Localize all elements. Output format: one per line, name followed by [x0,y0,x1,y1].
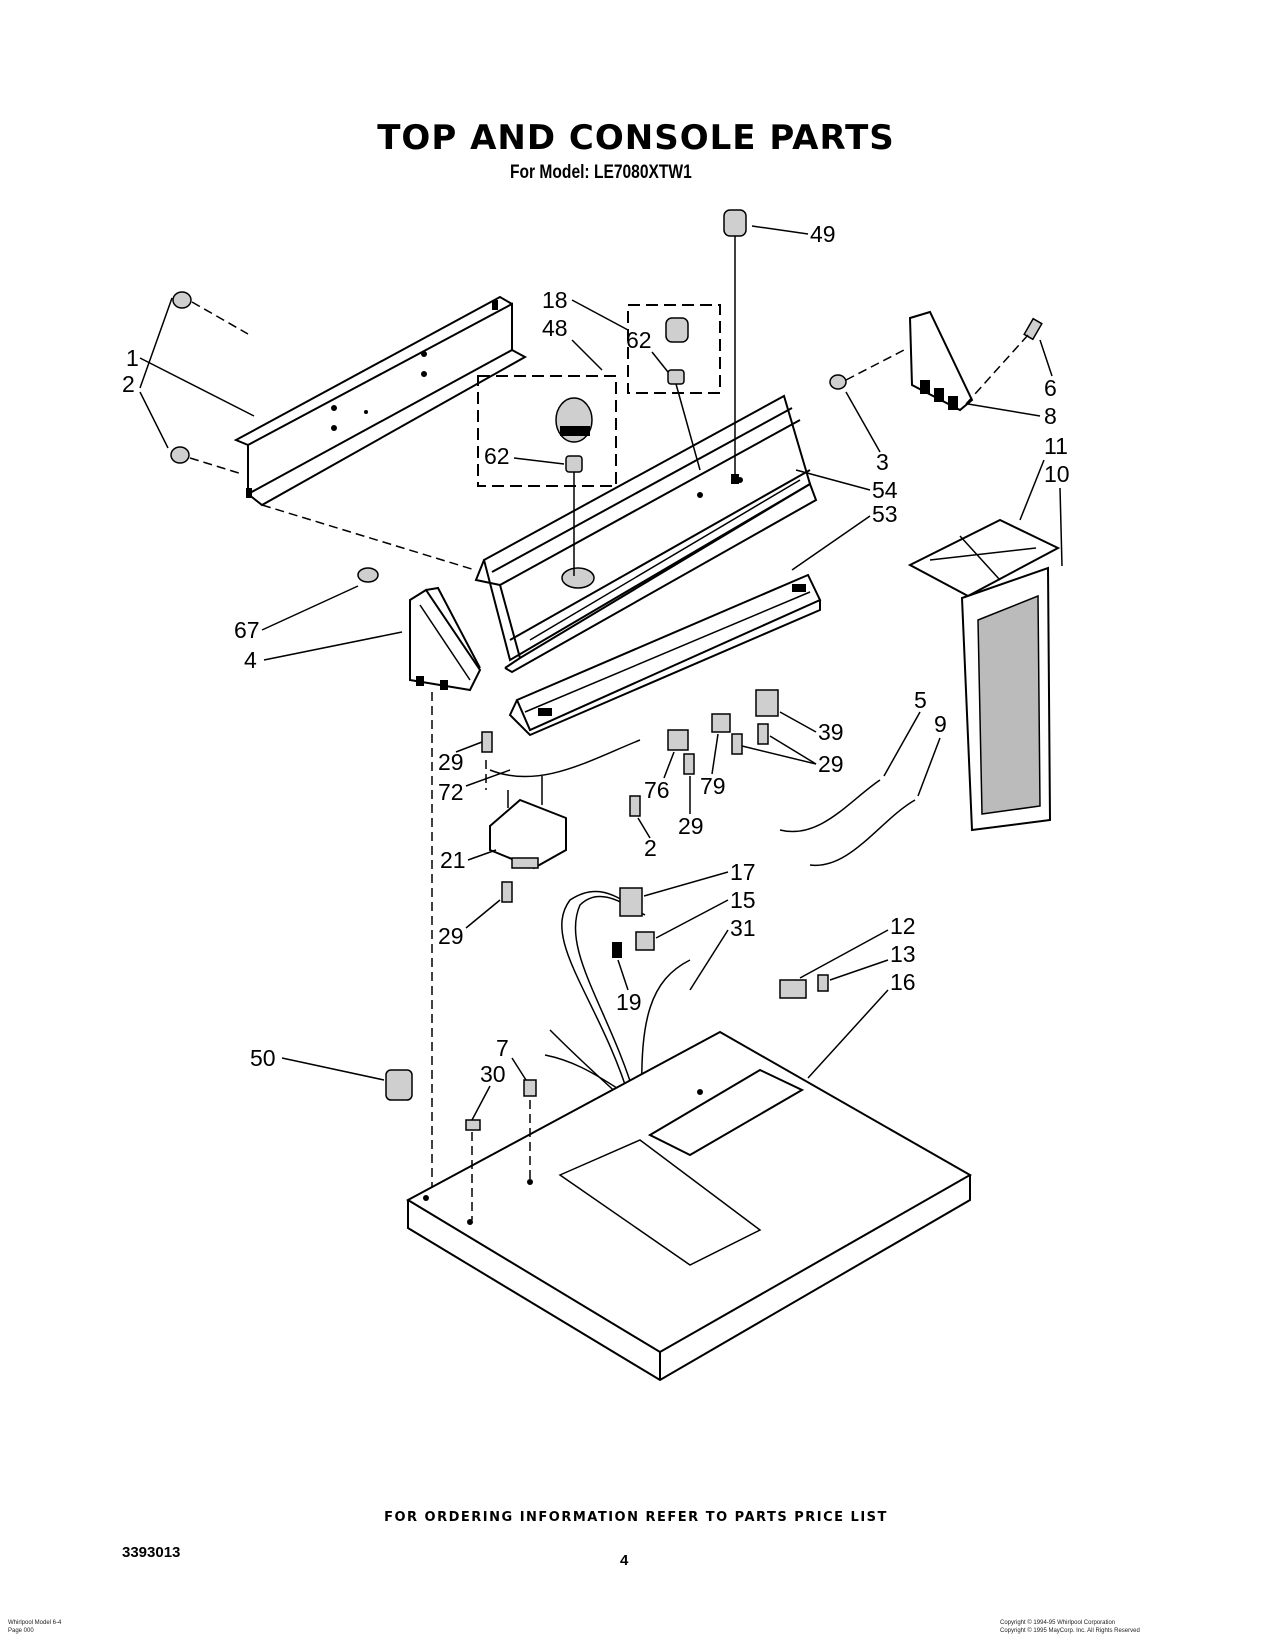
callouts: 1 2 4 67 29 72 21 29 50 49 18 48 62 62 7… [122,221,1070,1121]
callout-62-lower: 62 [484,443,510,469]
callout-19: 19 [616,989,642,1015]
callout-31: 31 [730,915,756,941]
knob-49 [723,209,747,484]
knob-assembly-box-48 [477,375,617,487]
screw-29-a [757,723,769,745]
callout-62-upper: 62 [626,327,652,353]
switch-79 [711,713,731,733]
ordering-note: FOR ORDERING INFORMATION REFER TO PARTS … [384,1510,888,1525]
fine-print-left-1: Whirlpool Model 6-4 [8,1620,62,1626]
clip-30 [465,1119,481,1131]
callout-7: 7 [496,1035,509,1061]
callout-21: 21 [440,847,466,873]
callout-29-mid: 29 [678,813,704,839]
clip-7 [523,1079,537,1097]
callout-76: 76 [644,777,670,803]
callout-18: 18 [542,287,568,313]
console-bracket [508,573,822,737]
terminal-block-8 [908,310,974,412]
callout-15: 15 [730,887,756,913]
callout-53: 53 [872,501,898,527]
callout-67: 67 [234,617,260,643]
callout-30: 30 [480,1061,506,1087]
dryer-top-base [405,1030,973,1382]
callout-29-lower: 29 [438,923,464,949]
knob-18 [665,317,701,471]
timer-21 [489,776,567,870]
lint-filter-cover-11 [907,518,1061,598]
screw-2-upper [172,291,249,335]
screw-29-b [731,733,743,755]
fine-print-right-1: Copyright © 1994-95 Whirlpool Corporatio… [1000,1620,1116,1626]
callout-3: 3 [876,449,889,475]
screw-6 [1023,317,1043,341]
callout-79: 79 [700,773,726,799]
model-subtitle: For Model: LE7080XTW1 [510,162,692,183]
callout-50: 50 [250,1045,276,1071]
callout-11: 11 [1044,433,1068,459]
callout-39: 39 [818,719,844,745]
screw-2-lower [170,446,243,475]
document-number: 3393013 [122,1544,181,1561]
fine-print-left-2: Page 000 [8,1628,34,1634]
knob-48 [555,397,593,576]
callout-2-mid: 2 [644,835,657,861]
nut-3 [829,374,847,390]
callout-17: 17 [730,859,756,885]
callout-49: 49 [810,221,836,247]
clip-67 [357,567,379,583]
lint-screen-10 [960,566,1052,832]
callout-48: 48 [542,315,568,341]
wire-5 [779,779,881,833]
wire-72 [489,739,641,778]
switch-39 [755,689,779,717]
clip-12 [779,979,807,999]
screw-29-left [481,731,493,753]
callout-5: 5 [914,687,927,713]
callout-12: 12 [890,913,916,939]
callout-29-left: 29 [438,749,464,775]
page-title: TOP AND CONSOLE PARTS [377,118,895,158]
screw-29-c [683,753,695,775]
callout-54: 54 [872,477,898,503]
callout-29-right: 29 [818,751,844,777]
page-number: 4 [620,1552,629,1569]
callout-10: 10 [1044,461,1070,487]
callout-13: 13 [890,941,916,967]
callout-72: 72 [438,779,464,805]
console-end-cap [409,586,482,692]
switch-76 [667,729,689,751]
callout-8: 8 [1044,403,1057,429]
screw-29-timer [501,881,513,903]
callout-1: 1 [126,345,139,371]
callout-9: 9 [934,711,947,737]
console-panel [474,394,818,674]
rear-mounting-panel [233,295,528,507]
wire-9 [809,799,916,866]
fine-print-right-2: Copyright © 1995 MayCorp. Inc. All Right… [1000,1628,1140,1634]
callout-4: 4 [244,647,257,673]
clip-50 [385,1069,413,1101]
callout-2: 2 [122,371,135,397]
screw-13 [817,974,829,992]
callout-16: 16 [890,969,916,995]
knob-assembly-box-18 [627,304,721,394]
callout-6: 6 [1044,375,1057,401]
screw-2-mid [629,795,641,817]
